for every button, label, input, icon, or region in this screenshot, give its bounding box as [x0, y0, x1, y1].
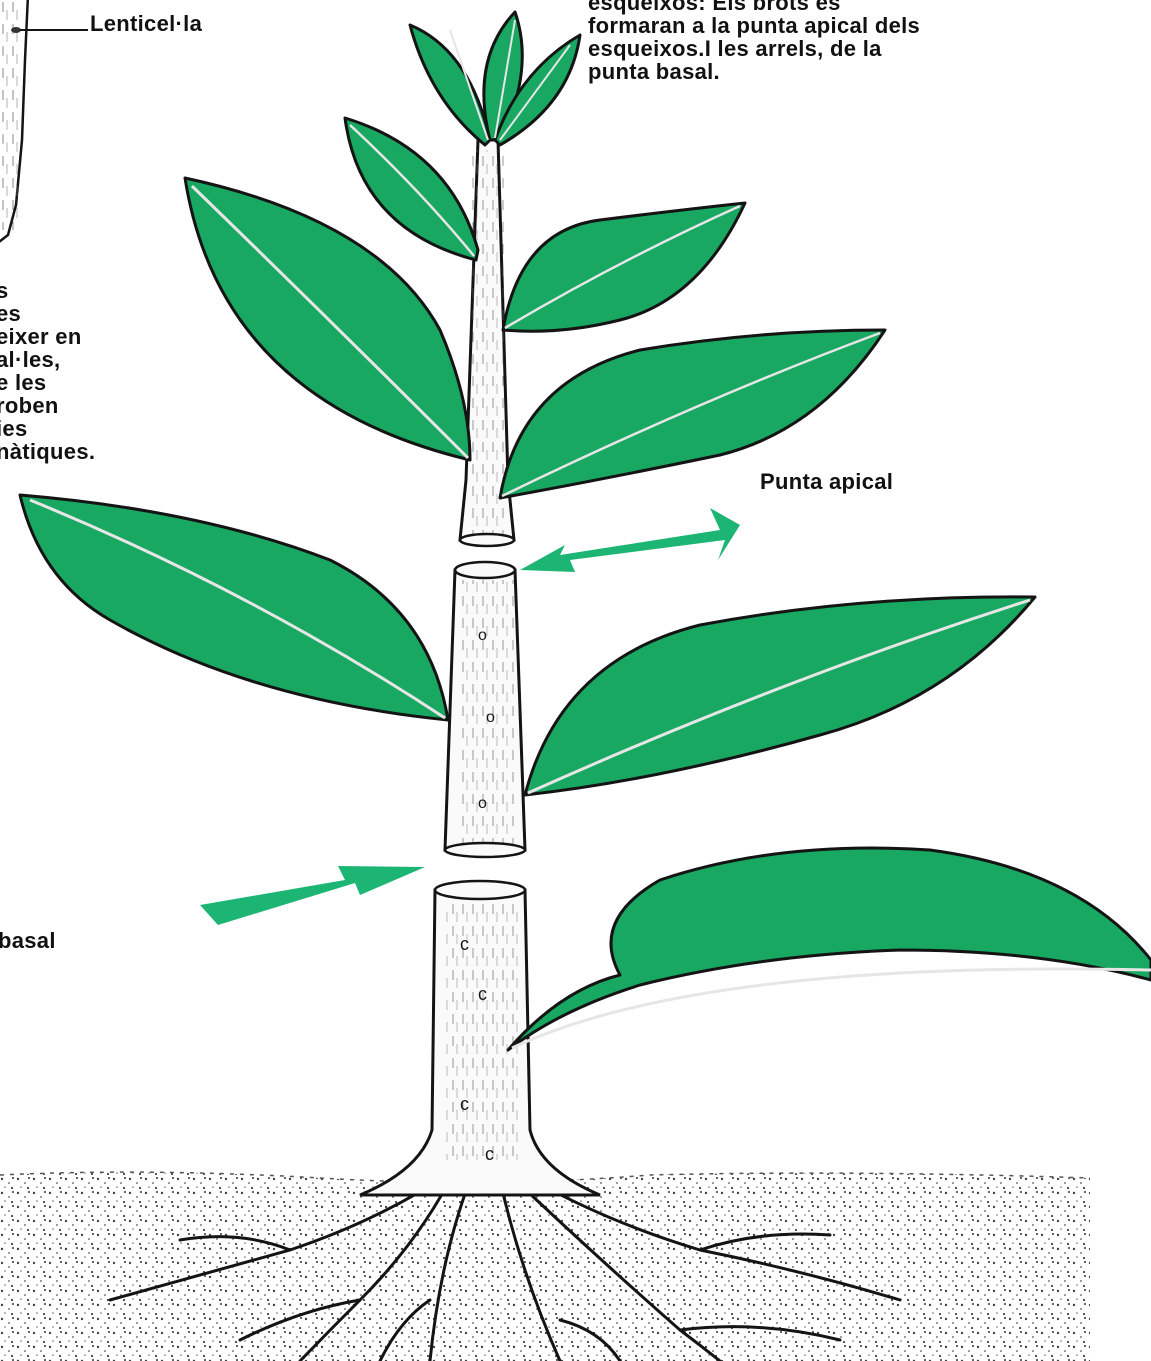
svg-text:c: c — [460, 934, 469, 954]
text-line: es — [0, 302, 95, 325]
leaf-middle-right — [525, 597, 1035, 795]
stem-middle-segment: o o o — [445, 562, 525, 857]
text-line: s — [0, 279, 95, 302]
left-description-text: s es eixer en al·les, e les roben ies nà… — [0, 279, 95, 463]
text-line: esqueixos.I les arrels, de la — [588, 37, 920, 60]
svg-text:c: c — [485, 1144, 494, 1164]
text-line: ies — [0, 417, 95, 440]
text-line: roben — [0, 394, 95, 417]
leaf-upper-left-small — [345, 118, 478, 260]
soil — [0, 1172, 1090, 1361]
stem-bottom-segment: c c c c — [360, 881, 600, 1195]
apical-tip-label: Punta apical — [760, 470, 893, 493]
leaf-middle-left — [20, 495, 448, 720]
leaf-bottom-right — [508, 848, 1151, 1050]
text-line: formaran a la punta apical dels — [588, 14, 920, 37]
basal-tip-label: basal — [0, 929, 56, 952]
svg-text:c: c — [478, 984, 487, 1004]
text-line: esqueixos: Els brots es — [588, 0, 920, 14]
text-line: al·les, — [0, 348, 95, 371]
leaves — [20, 12, 1151, 1050]
svg-text:o: o — [478, 627, 487, 644]
svg-text:o: o — [478, 795, 487, 812]
text-line: punta basal. — [588, 60, 920, 83]
leaf-upper-right — [503, 203, 745, 331]
lenticel-cutting-detail — [0, 0, 88, 245]
text-line: nàtiques. — [0, 440, 95, 463]
svg-text:c: c — [460, 1094, 469, 1114]
lenticel-label: Lenticel·la — [90, 12, 202, 35]
top-description-text: esqueixos: Els brots es formaran a la pu… — [588, 0, 920, 83]
leaf-top-cluster — [410, 12, 580, 145]
arrow-right-icon — [520, 508, 740, 572]
text-line: eixer en — [0, 325, 95, 348]
text-line: e les — [0, 371, 95, 394]
svg-text:o: o — [486, 709, 495, 726]
arrow-right-icon — [200, 866, 425, 925]
